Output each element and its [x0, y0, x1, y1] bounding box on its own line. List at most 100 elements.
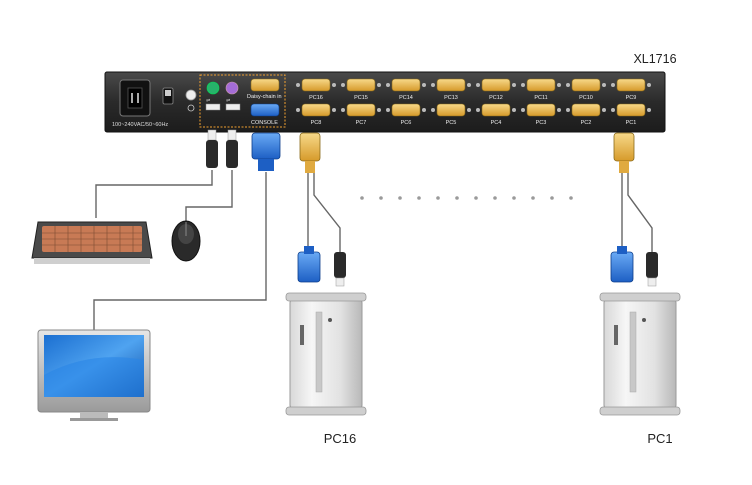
screw-icon	[566, 108, 570, 112]
screw-icon	[611, 108, 615, 112]
vga-port-pc8	[301, 103, 331, 117]
vga-port-pc1	[616, 103, 646, 117]
port-label-pc10: PC10	[579, 95, 593, 101]
reset-button	[185, 89, 197, 101]
screw-icon	[431, 83, 435, 87]
screw-icon	[467, 83, 471, 87]
usb-icon: ⇌	[226, 98, 230, 104]
computer-tower-pc16	[285, 292, 367, 416]
console-vga-port	[250, 103, 280, 117]
port-label-pc5: PC5	[446, 120, 457, 126]
vga-blue-plug	[297, 251, 321, 283]
vga-port-pc3	[526, 103, 556, 117]
ground-icon	[187, 104, 195, 112]
screw-icon	[557, 108, 561, 112]
vga-gold-plug	[613, 132, 635, 162]
model-label: XL1716	[633, 52, 676, 66]
keyboard-cable	[95, 170, 213, 218]
vga-port-pc10	[571, 78, 601, 92]
usb-icon: ⇌	[206, 98, 210, 104]
computer-tower-pc1	[599, 292, 681, 416]
port-label-pc6: PC6	[401, 120, 412, 126]
screw-icon	[647, 108, 651, 112]
keyboard-icon	[31, 221, 153, 264]
vga-port-pc11	[526, 78, 556, 92]
port-label-pc4: PC4	[491, 120, 502, 126]
power-rating-label: 100~240VAC/50~60Hz	[112, 122, 168, 128]
screw-icon	[476, 83, 480, 87]
screw-icon	[341, 108, 345, 112]
pc1-label: PC1	[647, 431, 672, 446]
pc16-label: PC16	[324, 431, 357, 446]
vga-port-pc9	[616, 78, 646, 92]
usb-port	[225, 103, 241, 111]
port-label-pc13: PC13	[444, 95, 458, 101]
port-label-pc9: PC9	[626, 95, 637, 101]
port-label-pc2: PC2	[581, 120, 592, 126]
port-label-pc14: PC14	[399, 95, 413, 101]
screw-icon	[431, 108, 435, 112]
daisy-chain-port	[250, 78, 280, 92]
screw-icon	[512, 83, 516, 87]
screw-icon	[557, 83, 561, 87]
port-label-pc11: PC11	[534, 95, 547, 101]
console-label: CONSOLE	[251, 120, 278, 126]
ps2-mouse-port	[225, 81, 239, 95]
screw-icon	[377, 108, 381, 112]
screw-icon	[332, 83, 336, 87]
vga-port-pc7	[346, 103, 376, 117]
screw-icon	[611, 83, 615, 87]
usb-plug	[226, 129, 238, 168]
screw-icon	[602, 83, 606, 87]
ps2-keyboard-port	[206, 81, 220, 95]
port-label-pc16: PC16	[309, 95, 323, 101]
screw-icon	[377, 83, 381, 87]
console-cables	[93, 170, 267, 330]
daisy-chain-label: Daisy-chain in	[247, 94, 282, 100]
usb-plug	[334, 252, 346, 278]
usb-port	[205, 103, 221, 111]
mouse-cable	[185, 170, 233, 222]
screw-icon	[386, 83, 390, 87]
screw-icon	[521, 108, 525, 112]
screw-icon	[521, 83, 525, 87]
vga-port-pc13	[436, 78, 466, 92]
console-port-group	[199, 74, 286, 128]
kvm-switch-panel: 100~240VAC/50~60Hz ⇌ ⇌ Daisy-chain in CO…	[104, 71, 666, 133]
vga-port-pc5	[436, 103, 466, 117]
vga-port-pc2	[571, 103, 601, 117]
port-label-pc12: PC12	[489, 95, 503, 101]
port-label-pc7: PC7	[356, 120, 367, 126]
screw-icon	[476, 108, 480, 112]
vga-gold-plug	[299, 132, 321, 162]
screw-icon	[422, 108, 426, 112]
screw-icon	[296, 108, 300, 112]
screw-icon	[602, 108, 606, 112]
screw-icon	[566, 83, 570, 87]
vga-port-pc12	[481, 78, 511, 92]
ellipsis-dots	[360, 196, 573, 200]
monitor-cable	[93, 172, 267, 330]
screw-icon	[332, 108, 336, 112]
usb-plug	[646, 252, 658, 278]
vga-port-pc16	[301, 78, 331, 92]
pc16-cable-set	[297, 132, 346, 287]
screw-icon	[512, 108, 516, 112]
usb-plug	[206, 129, 218, 168]
console-vga-plug	[251, 132, 281, 171]
screw-icon	[647, 83, 651, 87]
port-label-pc1: PC1	[626, 120, 637, 126]
screw-icon	[296, 83, 300, 87]
screw-icon	[341, 83, 345, 87]
vga-port-pc4	[481, 103, 511, 117]
vga-port-pc6	[391, 103, 421, 117]
screw-icon	[467, 108, 471, 112]
screw-icon	[422, 83, 426, 87]
port-label-pc15: PC15	[354, 95, 368, 101]
vga-port-pc15	[346, 78, 376, 92]
mouse-icon	[171, 220, 201, 262]
vga-blue-plug	[610, 251, 634, 283]
vga-port-pc14	[391, 78, 421, 92]
